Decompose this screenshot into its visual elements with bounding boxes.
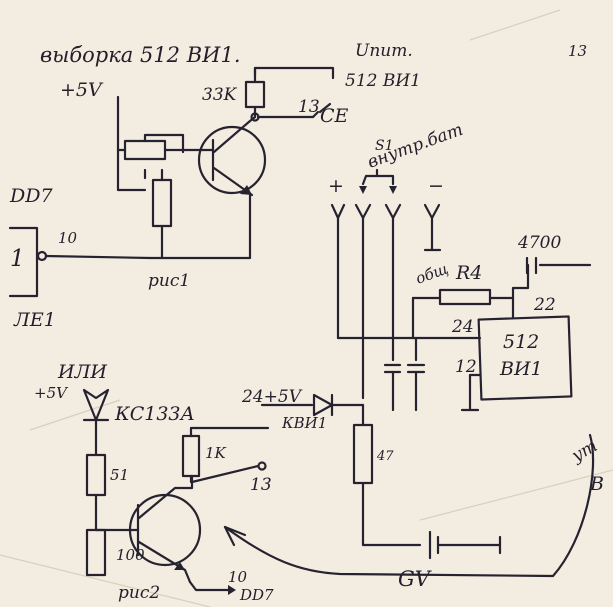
label-s1: S1 (375, 138, 394, 154)
corner-note: 13 (568, 42, 587, 60)
bottom-left-circuit (82, 388, 595, 595)
label-p5v-bottom: +5V (34, 384, 69, 402)
label-dd7-bottom: DD7 (239, 586, 274, 604)
resistor-51 (85, 453, 107, 497)
label-minus: − (428, 175, 444, 197)
label-100: 100 (116, 546, 145, 564)
label-kvi1: КВИ1 (281, 414, 327, 432)
label-node-24: 24+5V (241, 387, 303, 407)
resistor-47 (352, 423, 374, 485)
label-common: общ (413, 259, 450, 287)
label-chip-ref: 512 ВИ1 (345, 71, 421, 91)
label-chip-vi1: ВИ1 (499, 358, 543, 380)
label-c4700: 4700 (517, 233, 561, 253)
resistor-pot (123, 139, 167, 161)
label-pin22: 22 (533, 295, 556, 315)
resistor-33k (244, 80, 266, 109)
transistor-1 (197, 125, 267, 195)
resistor-r4 (438, 288, 492, 306)
label-le1: ЛЕ1 (13, 309, 56, 331)
labels: выборка 512 ВИ1. 13 +5V 33K Uпит. 512 ВИ… (9, 41, 604, 604)
label-pin10: 10 (58, 229, 78, 247)
label-pin1: 1 (10, 246, 25, 272)
label-1k: 1K (205, 444, 227, 462)
label-pin24: 24 (451, 317, 474, 337)
label-33k: 33K (202, 85, 238, 105)
resistor-base (151, 178, 173, 228)
label-plus: + (328, 175, 344, 197)
label-p5v-top: +5V (60, 79, 104, 101)
label-r4: R4 (455, 262, 482, 284)
label-zener: КС133А (114, 403, 195, 425)
paper-creases (0, 9, 613, 607)
label-pin13-top: 13 (298, 97, 320, 117)
label-pin13-bottom: 13 (250, 475, 272, 495)
label-upit: Uпит. (355, 41, 413, 61)
label-ce: CE (320, 105, 349, 127)
label-dd7: DD7 (9, 185, 53, 207)
label-right-edge-2: В (589, 473, 604, 495)
label-fig2: рис2 (118, 583, 160, 603)
label-51: 51 (110, 466, 129, 484)
label-ili: ИЛИ (57, 361, 107, 383)
label-fig1: рис1 (148, 271, 190, 291)
chip-512vi1 (460, 296, 573, 412)
label-pin12: 12 (455, 357, 477, 377)
top-left-circuit (8, 66, 335, 298)
label-pin10-bottom: 10 (228, 568, 248, 586)
battery-switches (330, 168, 592, 412)
label-47: 47 (376, 449, 394, 464)
label-gv: GV (398, 567, 432, 591)
resistor-100 (85, 528, 107, 577)
label-chip-512: 512 (503, 331, 539, 353)
resistor-1k (181, 434, 201, 478)
title: выборка 512 ВИ1. (40, 43, 241, 67)
label-right-edge-1: ут (568, 436, 601, 467)
